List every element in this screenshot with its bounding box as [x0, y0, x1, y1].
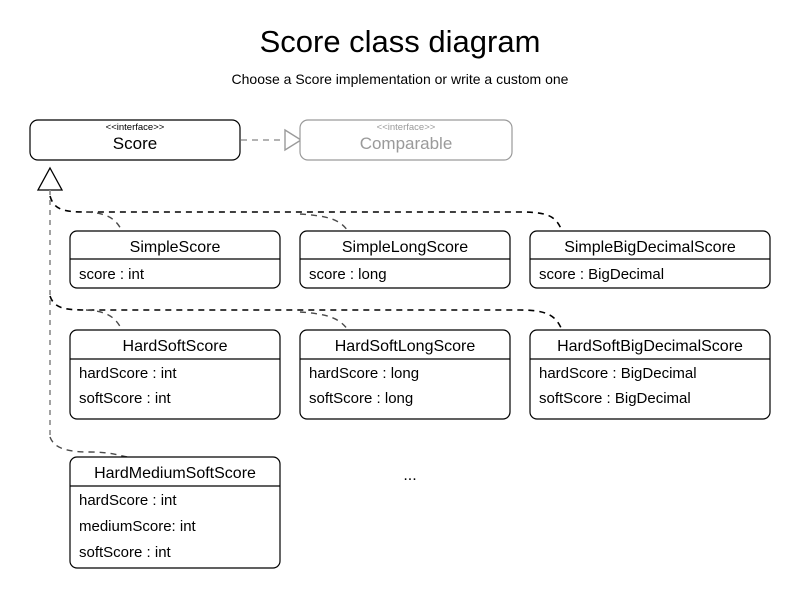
class-box-simple-big-decimal-score[interactable]: SimpleBigDecimalScore score : BigDecimal — [529, 230, 771, 289]
page-subtitle: Choose a Score implementation or write a… — [232, 71, 569, 87]
class-box-hard-soft-big-decimal-score-shape — [529, 329, 771, 420]
interface-box-comparable-shape — [299, 119, 513, 161]
class-box-hard-soft-long-score[interactable]: HardSoftLongScore hardScore : long softS… — [299, 329, 511, 420]
class-attr-hard-soft-big-decimal-score-1: softScore : BigDecimal — [539, 390, 691, 407]
realization-hollow-triangle-icon — [284, 128, 303, 152]
generalization-branch-simple-score — [85, 211, 123, 232]
generalization-branch-row2 — [49, 295, 563, 331]
class-name-hard-medium-soft-score: HardMediumSoftScore — [94, 465, 256, 482]
class-name-simple-big-decimal-score: SimpleBigDecimalScore — [564, 239, 736, 256]
more-classes-ellipsis: ... — [403, 467, 416, 484]
class-box-hard-soft-long-score-shape — [299, 329, 511, 420]
class-attr-hard-soft-score-1: softScore : int — [79, 390, 172, 407]
class-attr-simple-big-decimal-score-0: score : BigDecimal — [539, 266, 664, 283]
class-box-simple-score[interactable]: SimpleScore score : int — [69, 230, 281, 289]
generalization-branch-hard-soft-long-score — [299, 311, 349, 331]
page-title: Score class diagram — [260, 24, 541, 59]
interface-name-comparable: Comparable — [360, 134, 453, 153]
generalization-hollow-triangle-icon — [36, 166, 64, 191]
class-box-hard-soft-big-decimal-score[interactable]: HardSoftBigDecimalScore hardScore : BigD… — [529, 329, 771, 420]
class-attr-simple-long-score-0: score : long — [309, 266, 387, 283]
interface-box-comparable[interactable]: <<interface>> Comparable — [299, 119, 513, 161]
interface-box-score-shape — [29, 119, 241, 161]
class-name-hard-soft-score: HardSoftScore — [123, 338, 228, 355]
generalization-branch-hard-medium-soft-score — [49, 436, 129, 458]
interface-stereotype-comparable: <<interface>> — [377, 122, 436, 133]
class-attr-hard-soft-score-0: hardScore : int — [79, 365, 177, 382]
class-name-simple-score: SimpleScore — [130, 239, 221, 256]
interface-name-score: Score — [113, 134, 157, 153]
class-name-hard-soft-long-score: HardSoftLongScore — [335, 338, 476, 355]
class-attr-hard-soft-big-decimal-score-0: hardScore : BigDecimal — [539, 365, 697, 382]
class-attr-hard-medium-soft-score-2: softScore : int — [79, 544, 172, 561]
class-name-simple-long-score: SimpleLongScore — [342, 239, 468, 256]
interface-box-score[interactable]: <<interface>> Score — [29, 119, 241, 161]
class-name-hard-soft-big-decimal-score: HardSoftBigDecimalScore — [557, 338, 743, 355]
class-attr-hard-soft-long-score-0: hardScore : long — [309, 365, 419, 382]
generalization-branch-hard-soft-score — [85, 309, 123, 331]
realization-connector-score-comparable — [241, 128, 303, 152]
generalization-branch-simple-long-score — [299, 213, 349, 232]
class-attr-hard-soft-long-score-1: softScore : long — [309, 390, 413, 407]
generalization-connector-tree — [36, 166, 563, 458]
class-box-hard-soft-score-shape — [69, 329, 281, 420]
generalization-branch-row1 — [49, 195, 563, 232]
class-box-hard-medium-soft-score-shape — [69, 456, 281, 569]
class-attr-hard-medium-soft-score-0: hardScore : int — [79, 492, 177, 509]
class-attr-hard-medium-soft-score-1: mediumScore: int — [79, 518, 197, 535]
interface-stereotype-score: <<interface>> — [106, 122, 165, 133]
class-box-hard-soft-score[interactable]: HardSoftScore hardScore : int softScore … — [69, 329, 281, 420]
class-box-simple-long-score[interactable]: SimpleLongScore score : long — [299, 230, 511, 289]
class-box-hard-medium-soft-score[interactable]: HardMediumSoftScore hardScore : int medi… — [69, 456, 281, 569]
class-attr-simple-score-0: score : int — [79, 266, 145, 283]
